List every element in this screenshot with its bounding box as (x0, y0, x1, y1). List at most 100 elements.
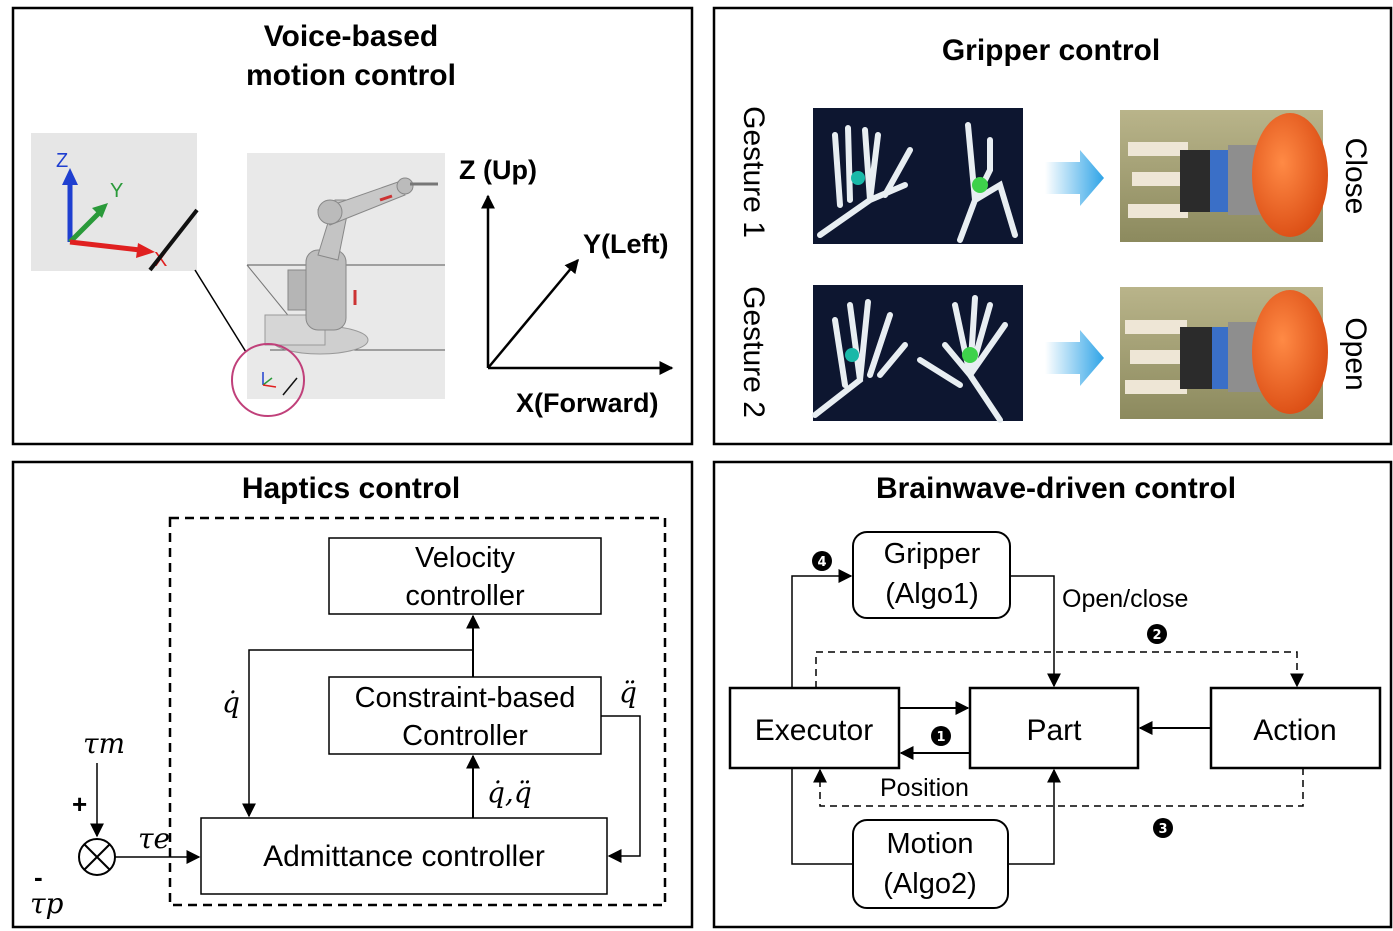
origin-highlight-circle (231, 343, 305, 417)
voice-title-line1: Voice-based (264, 20, 439, 53)
close-label: Close (1339, 138, 1372, 215)
action-to-executor-dashed-arrow (813, 768, 1304, 807)
brainwave-title: Brainwave-driven control (876, 472, 1236, 505)
left-palm-point (851, 171, 865, 185)
inset-z-arrowhead (62, 168, 78, 185)
gripper-panel-border (712, 6, 1393, 446)
right-palm-point-2 (962, 347, 978, 363)
summing-junction-cross (83, 843, 111, 871)
robot-body (305, 249, 347, 331)
step-1-marker (931, 726, 951, 746)
motion-algo2-line2: (Algo2) (883, 868, 977, 900)
gripper-photo-close (1120, 110, 1328, 242)
haptics-panel-border (11, 460, 694, 929)
step-2-marker (1147, 624, 1167, 644)
hand-image-1-background (813, 108, 1023, 244)
finger (1128, 204, 1188, 218)
tau-m-label: τm (83, 727, 125, 760)
inset-z-label: Z (56, 150, 68, 172)
robot-red-mark (379, 194, 393, 202)
finger (1130, 350, 1186, 364)
step-3-marker (1153, 818, 1173, 838)
tau-e-label: τe (138, 822, 170, 855)
finger (1128, 142, 1188, 156)
hand-tracking-image-1 (813, 108, 1023, 244)
robot-wrist-joint (396, 177, 414, 195)
brainwave-panel: Brainwave-driven control Gripper (Algo1)… (712, 460, 1393, 929)
gesture1-label: Gesture 1 (737, 106, 770, 238)
voice-title-line2: motion control (246, 59, 456, 92)
qdot-qddot-label: q̇,q̈ (487, 776, 532, 809)
executor-to-gripper-arrow (791, 569, 853, 688)
z-axis-label: Z (Up) (459, 155, 537, 185)
right-hand-skeleton-2 (917, 295, 1008, 423)
robot-motor (287, 269, 307, 311)
left-hand-skeleton-open (817, 125, 913, 238)
voice-panel-border (11, 6, 694, 446)
gripper-algo1-line2: (Algo1) (885, 578, 979, 610)
inset-y-axis (68, 210, 102, 244)
executor-to-motion-line (791, 768, 853, 865)
admittance-controller-box (200, 817, 608, 895)
inset-x-axis (69, 239, 141, 253)
part-label: Part (1026, 714, 1082, 747)
robot-elbow-joint (317, 199, 343, 225)
haptics-title: Haptics control (242, 472, 460, 505)
coordinate-inset-image: Z Y X (31, 133, 199, 272)
y-axis-label: Y(Left) (583, 229, 668, 259)
robot-wrist-orange (1252, 290, 1328, 414)
qdot-feedback-arrow (242, 649, 473, 818)
gripper-blue-plate (1210, 150, 1228, 212)
gripper-panel: Gripper control Gesture 1 Gesture 2 (712, 6, 1393, 446)
step-3-number: 3 (1158, 822, 1167, 837)
constraint-controller-box (328, 676, 602, 755)
qddot-feedback-arrow (601, 715, 641, 863)
brainwave-panel-border (712, 460, 1393, 929)
gripper-algo1-box (852, 531, 1011, 619)
admittance-controller-label: Admittance controller (263, 840, 545, 873)
plus-sign: + (72, 789, 87, 819)
gripper-algo1-line1: Gripper (884, 538, 981, 570)
gripper-title: Gripper control (942, 34, 1160, 67)
inset-y-arrowhead (92, 203, 108, 218)
gripper-photo-open (1120, 287, 1328, 419)
motion-algo2-line1: Motion (886, 828, 973, 860)
minus-sign: - (34, 862, 43, 892)
x-axis-label: X(Forward) (516, 388, 659, 418)
qdot-label: q̇ (222, 686, 240, 719)
robot-simulation-image (246, 153, 445, 399)
open-close-label: Open/close (1062, 585, 1188, 613)
step-4-marker (812, 551, 832, 571)
gesture1-arrow (1045, 150, 1104, 206)
gesture2-arrow (1045, 330, 1104, 386)
action-label: Action (1253, 714, 1336, 747)
action-box (1209, 686, 1382, 770)
position-label: Position (880, 774, 969, 802)
gripper-body (1180, 327, 1212, 389)
gesture2-label: Gesture 2 (737, 286, 770, 418)
mini-x-axis (262, 384, 277, 388)
hand-tracking-image-2 (812, 285, 1023, 423)
velocity-controller-box (328, 537, 602, 615)
inset-x-arrowhead (136, 243, 155, 258)
executor-to-action-dashed-arrow (815, 651, 1304, 688)
y-axis-arrow (487, 258, 579, 369)
open-label: Open (1339, 317, 1372, 390)
step-4-number: 4 (817, 555, 826, 570)
step-2-number: 2 (1152, 628, 1161, 643)
finger (1125, 380, 1187, 394)
gripper-body (1180, 150, 1210, 212)
left-hand-skeleton-2 (812, 299, 908, 418)
left-palm-point-2 (845, 348, 859, 362)
zoom-line-top (194, 269, 247, 353)
mini-edge-line (282, 377, 298, 396)
executor-box (728, 686, 901, 770)
inset-y-label: Y (110, 180, 123, 202)
haptics-panel: Haptics control Velocity controller Cons… (11, 460, 694, 929)
step-1-number: 1 (936, 730, 945, 745)
tau-p-label: τp (30, 887, 63, 920)
executor-label: Executor (755, 714, 873, 747)
qddot-label: q̈ (619, 676, 637, 709)
gripper-blue-plate (1212, 327, 1228, 389)
